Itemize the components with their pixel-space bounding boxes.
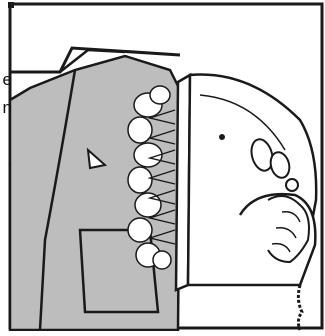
pocket (80, 230, 158, 312)
steam-button (286, 179, 298, 191)
clipped-text-line-2: n (0, 98, 12, 118)
iron-indicator-dot (219, 134, 225, 140)
clipped-text-line-1: e (0, 70, 12, 90)
clipped-text-line-3: , (0, 150, 12, 170)
corner-mark (8, 2, 14, 8)
